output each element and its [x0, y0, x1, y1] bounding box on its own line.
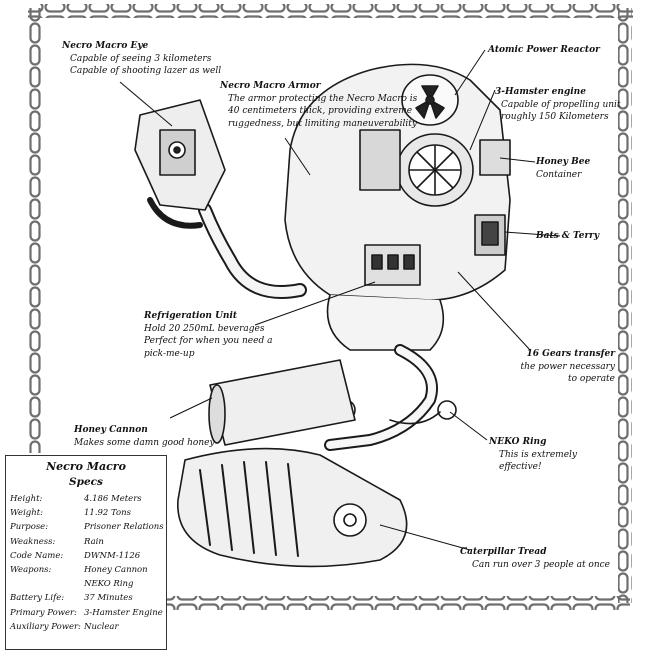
label-honeybee-line: Container: [536, 169, 582, 180]
label-neko-line: This is extremely: [499, 449, 577, 460]
label-eye-line: Capable of seeing 3 kilometers: [70, 53, 212, 64]
spec-key: Weakness:: [10, 536, 56, 547]
spec-key: [10, 577, 84, 591]
label-armor-line: 40 centimeters thick, providing extreme: [228, 106, 413, 116]
spec-row: Purpose: Prisoner Relations: [10, 520, 164, 534]
spec-value: 4.186 Meters: [84, 494, 142, 504]
label-eye-title: Necro Macro Eye: [62, 41, 149, 51]
label-bats-title: Bats & Terry: [536, 231, 600, 241]
spec-value: Rain: [84, 536, 104, 547]
label-armor-line: The armor protecting the Necro Macro is: [228, 93, 418, 104]
label-neko: NEKO Ring This is extremely effective!: [489, 436, 577, 474]
spec-key: Battery Life:: [10, 593, 65, 604]
spec-row: Weight: 11.92 Tons: [10, 506, 162, 520]
label-neko-title: NEKO Ring: [489, 437, 547, 447]
label-gears-line: to operate: [567, 374, 615, 384]
label-reactor-title: Atomic Power Reactor: [488, 45, 600, 55]
spec-row: Height: 4.186 Meters: [10, 492, 162, 506]
spec-value: Nuclear: [84, 621, 119, 632]
label-bats: Bats & Terry: [536, 230, 599, 243]
label-gears: 16 Gears transfer the power necessary to…: [505, 348, 615, 386]
spec-key: Height:: [10, 494, 43, 504]
label-hamster-title: 3-Hamster engine: [495, 87, 586, 97]
spec-value: 11.92 Tons: [84, 508, 131, 519]
spec-value: NEKO Ring: [84, 579, 134, 590]
label-hamster: 3-Hamster engine Capable of propelling u…: [495, 86, 621, 124]
spec-row: Weapons: Honey Cannon: [10, 563, 162, 577]
spec-key: Weapons:: [10, 565, 52, 576]
label-eye-line: Capable of shooting lazer as well: [70, 66, 222, 76]
label-honeybee-title: Honey Bee: [536, 157, 591, 167]
label-honeybee: Honey Bee Container: [536, 156, 590, 181]
label-refrigeration: Refrigeration Unit Hold 20 250mL beverag…: [144, 310, 272, 360]
spec-row: Weakness: Rain: [10, 535, 162, 549]
label-refrigeration-title: Refrigeration Unit: [144, 311, 238, 321]
label-hamster-line: roughly 150 Kilometers: [501, 112, 609, 122]
label-cannon-title: Honey Cannon: [74, 425, 148, 435]
specs-title: Necro Macro: [46, 460, 126, 473]
spec-value: Prisoner Relations: [84, 522, 164, 533]
spec-key: Purpose:: [10, 522, 49, 533]
label-reactor: Atomic Power Reactor: [488, 44, 600, 57]
spec-value: Honey Cannon: [84, 565, 148, 576]
spec-key: Auxiliary Power:: [10, 621, 81, 632]
spec-row: Auxiliary Power:Nuclear: [10, 620, 162, 634]
leader-lines: [119, 49, 561, 551]
label-cannon: Honey Cannon Makes some damn good honey: [74, 424, 215, 449]
specs-panel: Necro Macro Specs Height: 4.186 Meters We…: [5, 455, 167, 650]
label-gears-line: the power necessary: [520, 361, 615, 372]
spec-key: Code Name:: [10, 550, 64, 561]
label-armor-line: ruggedness, but limiting maneuverability: [228, 118, 417, 129]
label-gears-title: 16 Gears transfer: [526, 349, 615, 359]
label-armor-title: Necro Macro Armor: [220, 81, 321, 91]
spec-value: DWNM-1126: [84, 550, 141, 561]
label-neko-line: effective!: [499, 462, 542, 472]
spec-value: 37 Minutes: [84, 593, 133, 604]
label-refrigeration-line: Hold 20 250mL beverages: [144, 323, 265, 334]
label-cannon-line: Makes some damn good honey: [74, 437, 215, 448]
label-refrigeration-line: Perfect for when you need a: [144, 336, 273, 346]
spec-key: Weight:: [10, 508, 43, 519]
spec-key: Primary Power:: [10, 607, 77, 618]
label-tread-title: Caterpillar Tread: [460, 547, 547, 557]
specs-subtitle: Specs: [69, 476, 103, 488]
spec-row: NEKO Ring: [10, 577, 162, 591]
label-armor: Necro Macro Armor The armor protecting t…: [220, 80, 417, 130]
spec-value: 3-Hamster Engine: [84, 607, 163, 618]
label-refrigeration-line: pick-me-up: [144, 348, 195, 359]
chain-border: [28, 4, 633, 610]
spec-row: Code Name: DWNM-1126: [10, 549, 162, 563]
label-tread-line: Can run over 3 people at once: [472, 559, 611, 570]
spec-row: Battery Life: 37 Minutes: [10, 591, 162, 605]
label-tread: Caterpillar Tread Can run over 3 people …: [460, 546, 610, 571]
necro-macro-robot: [134, 63, 511, 568]
spec-row: Primary Power: 3-Hamster Engine: [10, 606, 163, 620]
label-eye: Necro Macro Eye Capable of seeing 3 kilo…: [62, 40, 221, 78]
label-hamster-line: Capable of propelling unit: [501, 99, 621, 110]
